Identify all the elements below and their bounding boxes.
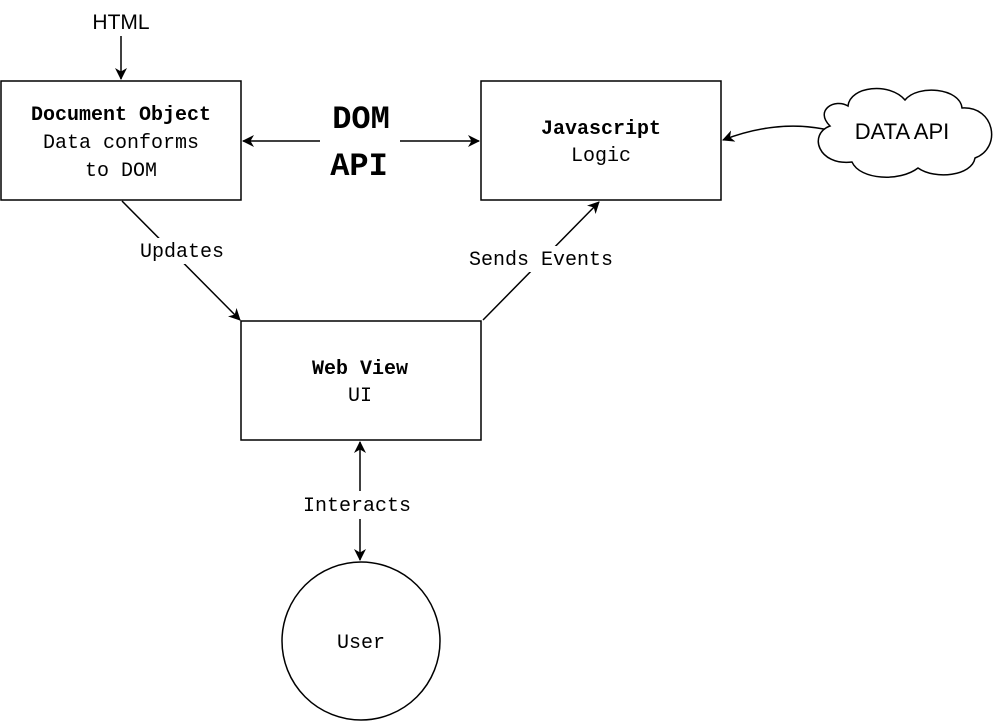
- dom-api-label-line2: API: [330, 148, 388, 185]
- sends-events-label-bg: [461, 246, 621, 272]
- user-label: User: [337, 632, 385, 655]
- data-api-cloud-node[interactable]: DATA API: [817, 87, 993, 178]
- updates-label-bg: [132, 238, 234, 264]
- document-object-node[interactable]: Document Object Data conforms to DOM: [0, 80, 242, 201]
- html-source-label: HTML: [92, 11, 149, 34]
- document-object-title: Document Object: [31, 104, 211, 127]
- web-view-title: Web View: [312, 358, 408, 381]
- document-object-line2: to DOM: [85, 160, 157, 183]
- data-api-label: DATA API: [855, 119, 950, 144]
- document-object-line1: Data conforms: [43, 132, 199, 155]
- web-view-node[interactable]: Web View UI: [240, 320, 482, 441]
- dom-api-label-line1: DOM: [332, 101, 390, 138]
- edge-data-api-to-javascript: [722, 125, 834, 142]
- interacts-label-bg: [291, 491, 423, 519]
- web-view-line1: UI: [348, 385, 372, 408]
- interacts-label: Interacts: [303, 495, 411, 518]
- user-node[interactable]: User: [281, 561, 441, 721]
- sends-events-label: Sends Events: [469, 249, 613, 272]
- updates-label: Updates: [140, 241, 224, 264]
- javascript-node[interactable]: Javascript Logic: [480, 80, 722, 201]
- javascript-line1: Logic: [571, 145, 631, 168]
- cloud-shape: [817, 87, 993, 178]
- javascript-title: Javascript: [541, 118, 661, 141]
